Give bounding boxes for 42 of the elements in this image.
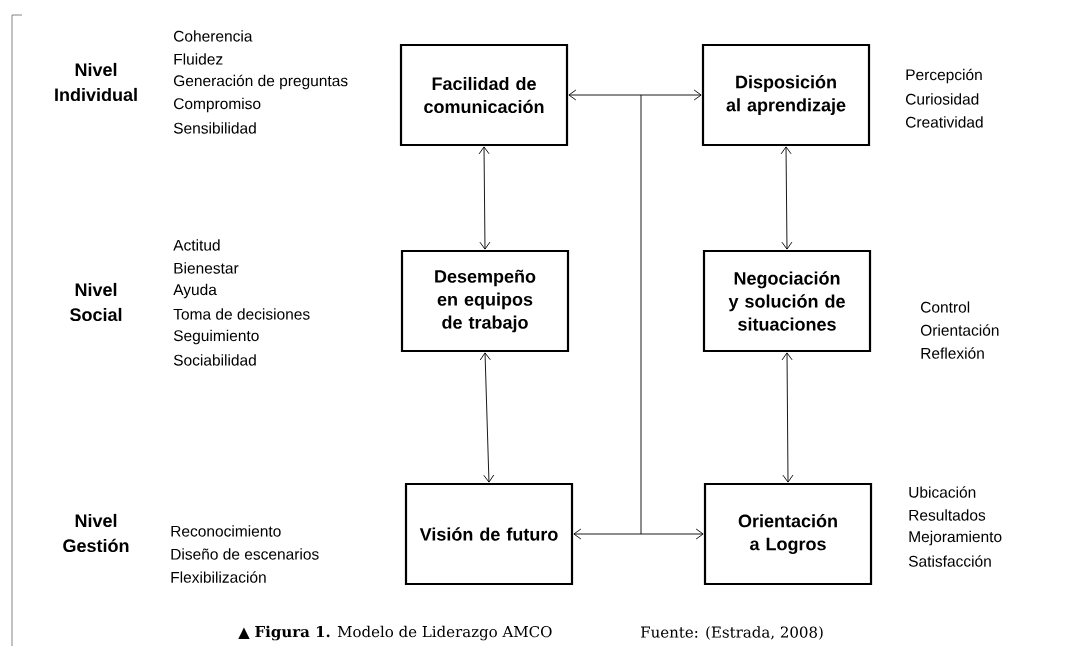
process-box: Disposición al aprendizaje <box>701 43 871 147</box>
list-item: Ayuda <box>173 283 217 299</box>
list-item: Reflexión <box>921 347 984 359</box>
list-item: Fluidez <box>174 53 223 65</box>
list-item: Toma de decisiones <box>173 308 310 320</box>
level-label: Nivel Social <box>70 282 122 322</box>
list-item: Compromiso <box>174 97 261 113</box>
list-item: Diseño de escenarios <box>171 548 319 560</box>
list-item: Reconocimiento <box>171 525 281 537</box>
arrow <box>478 146 491 250</box>
arrow <box>781 352 794 483</box>
process-box: Desempeño en equipos de trabajo <box>400 249 570 353</box>
list-item: Satisfacción <box>908 555 991 567</box>
list-item: Flexibilización <box>171 571 266 583</box>
list-item: Coherencia <box>174 30 253 42</box>
list-item: Bienestar <box>174 262 239 274</box>
arrow <box>479 352 495 483</box>
caption: ▲ Figura 1. Modelo de Liderazgo AMCO <box>238 625 552 641</box>
process-box: Visión de futuro <box>404 482 574 586</box>
list-item: Curiosidad <box>906 93 979 105</box>
list-item: Sensibilidad <box>173 122 256 134</box>
list-item: Sociabilidad <box>173 354 256 366</box>
list-item: Orientación <box>920 324 999 336</box>
level-label: Nivel Gestión <box>63 513 129 553</box>
source-note: Fuente: (Estrada, 2008) <box>641 626 823 640</box>
connector-line <box>640 94 642 535</box>
list-item: Percepción <box>906 68 982 84</box>
level-label: Nivel Individual <box>55 62 137 102</box>
list-item: Actitud <box>173 239 220 251</box>
list-item: Creatividad <box>906 116 983 128</box>
list-item: Seguimiento <box>173 329 259 345</box>
process-box: Facilidad de comunicación <box>399 43 569 147</box>
process-box: Orientación a Logros <box>703 482 873 586</box>
arrow <box>573 528 704 540</box>
arrow <box>780 146 793 250</box>
list-item: Mejoramiento <box>909 530 1002 546</box>
list-item: Ubicación <box>909 486 976 498</box>
process-box: Negociación y solución de situaciones <box>702 249 872 353</box>
list-item: Resultados <box>909 509 986 521</box>
arrow <box>568 89 702 101</box>
list-item: Generación de preguntas <box>174 74 348 90</box>
list-item: Control <box>921 301 970 313</box>
